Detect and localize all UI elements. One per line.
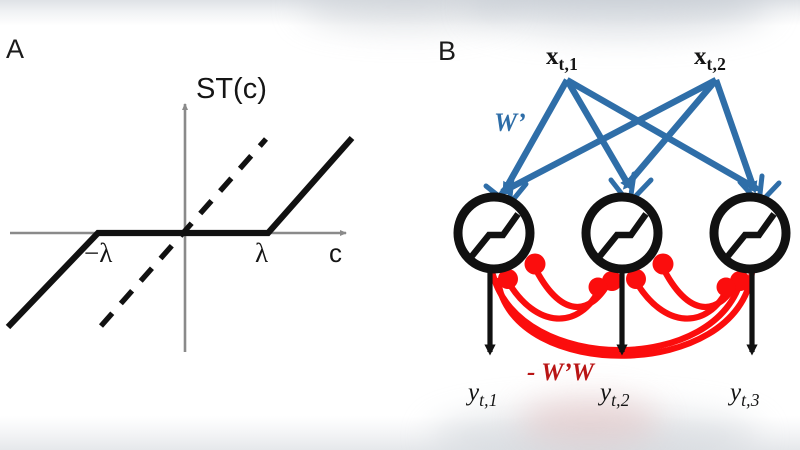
input-label-x-t-1: xt,1: [546, 44, 578, 73]
soft-threshold-curve-icon: [5, 135, 355, 330]
output-label-y-t-1: yt,1: [468, 380, 498, 409]
forward-weight-label: W’: [494, 108, 526, 137]
synapse-terminal: [716, 277, 736, 297]
input-var-name: x: [546, 43, 559, 70]
edge-x1-to-neuron1: [502, 78, 570, 195]
output-var-sub: t,3: [741, 389, 760, 410]
synapse-terminal: [626, 269, 646, 289]
soft-threshold-glyph: [469, 212, 521, 259]
output-label-y-t-3: yt,3: [730, 380, 760, 409]
edge-x1-to-neuron3: [565, 77, 762, 192]
output-var-sub: t,1: [479, 389, 498, 410]
recurrent-terminals-group: [498, 253, 750, 297]
recurrent-weight-label: - W’W: [527, 359, 594, 386]
edge-x1-to-neuron2: [564, 78, 632, 191]
output-var-sub: t,2: [611, 389, 630, 410]
edge-x2-to-neuron2: [622, 77, 719, 190]
synapse-terminal: [524, 253, 546, 275]
panel-b-letter: B: [438, 36, 457, 66]
neuron-3[interactable]: [709, 192, 791, 274]
input-label-x-t-2: xt,2: [694, 44, 726, 73]
output-arrows-group: [484, 266, 758, 356]
tick-label-negative-lambda: −λ: [84, 238, 113, 268]
synapse-terminal: [588, 277, 608, 297]
y-axis-title: ST(c): [196, 73, 267, 105]
soft-threshold-glyph: [725, 212, 777, 259]
x-axis-label: c: [329, 238, 342, 268]
neuron-2[interactable]: [581, 192, 663, 274]
edge-x2-to-neuron3: [712, 78, 758, 194]
panel-a-letter: A: [6, 34, 25, 64]
recurrent-arc-3-2: [631, 276, 732, 322]
synapse-terminal: [498, 269, 518, 289]
output-label-y-t-2: yt,2: [600, 380, 630, 409]
forward-connections-group: [497, 77, 762, 195]
input-var-sub: t,2: [706, 53, 727, 74]
output-var-name: y: [730, 379, 742, 406]
recurrent-arc-2-1: [503, 276, 604, 322]
output-var-name: y: [468, 379, 480, 406]
tick-label-positive-lambda: λ: [255, 238, 269, 268]
synapse-terminal: [652, 253, 674, 275]
output-var-name: y: [600, 379, 612, 406]
input-var-name: x: [694, 43, 707, 70]
input-var-sub: t,1: [558, 53, 579, 74]
neuron-1[interactable]: [453, 192, 535, 274]
soft-threshold-glyph: [597, 212, 649, 259]
edge-x2-to-neuron1: [497, 77, 718, 195]
